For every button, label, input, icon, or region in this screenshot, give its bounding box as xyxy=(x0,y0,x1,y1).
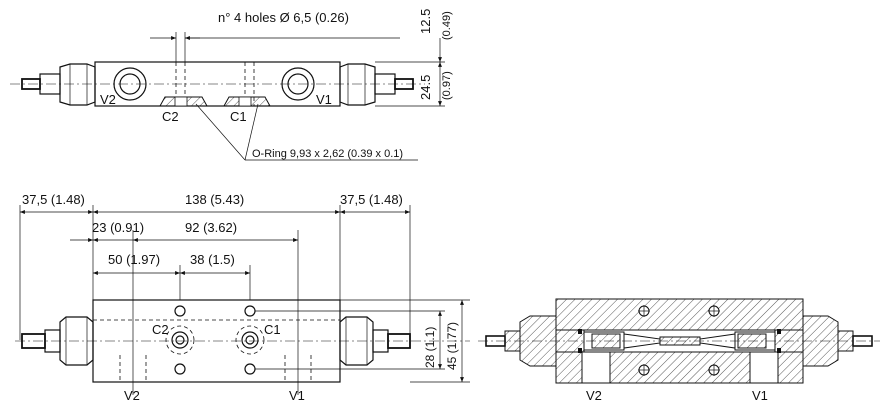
dim-38: 38 (1.5) xyxy=(190,252,235,267)
oring-leader xyxy=(195,103,418,161)
front-view-dim-50-38 xyxy=(93,265,251,300)
top-view-oring-c1 xyxy=(223,96,271,107)
dim-24-5-inches: (0.97) xyxy=(441,71,453,100)
dim-45: 45 (1.77) xyxy=(445,322,459,370)
top-port-c2-label: C2 xyxy=(162,109,179,124)
front-view-height-dimensions xyxy=(255,299,470,383)
front-view-overall-dimensions xyxy=(19,205,411,340)
top-port-c1-label: C1 xyxy=(230,109,247,124)
dim-23: 23 (0.91) xyxy=(92,220,144,235)
section-port-v2 xyxy=(581,351,611,384)
top-view-oring-c2 xyxy=(159,96,208,107)
top-view-right-fitting xyxy=(339,63,414,106)
section-view-holes xyxy=(638,305,720,376)
dim-12-5: 12.5 xyxy=(418,9,433,34)
dim-total-length: 138 (5.43) xyxy=(185,192,244,207)
front-view-mounting-holes xyxy=(174,305,256,375)
front-view-dim-23-92 xyxy=(70,230,299,395)
dim-12-5-inches: (0.49) xyxy=(441,11,453,40)
front-port-c2-label: C2 xyxy=(152,322,169,337)
dim-92: 92 (3.62) xyxy=(185,220,237,235)
section-port-v1-label: V1 xyxy=(752,388,768,403)
oring-note: O-Ring 9,93 x 2,62 (0.39 x 0.1) xyxy=(252,148,403,160)
front-view-port-c1 xyxy=(235,325,265,355)
front-port-v1-label: V1 xyxy=(289,388,305,403)
top-view-hole-dimension xyxy=(150,32,400,62)
top-view: n° 4 holes Ø 6,5 (0.26) 12.5 (0.49) 24.5… xyxy=(10,9,453,161)
top-view-left-fitting xyxy=(21,63,96,106)
section-port-v1 xyxy=(749,351,779,384)
front-view-hidden-ports xyxy=(93,319,340,382)
top-view-height-dimensions xyxy=(375,38,445,107)
front-view: 37,5 (1.48) 138 (5.43) 37,5 (1.48) 23 (0… xyxy=(15,192,470,403)
front-port-v2-label: V2 xyxy=(124,388,140,403)
dim-right-end: 37,5 (1.48) xyxy=(340,192,403,207)
dim-28: 28 (1.1) xyxy=(423,327,437,368)
holes-note: n° 4 holes Ø 6,5 (0.26) xyxy=(218,10,349,25)
section-port-v2-label: V2 xyxy=(586,388,602,403)
dim-50: 50 (1.97) xyxy=(108,252,160,267)
front-port-c1-label: C1 xyxy=(264,322,281,337)
front-view-port-c2 xyxy=(165,325,195,355)
dim-24-5: 24.5 xyxy=(418,75,433,100)
section-view: V2 V1 xyxy=(478,298,880,403)
top-port-v2-label: V2 xyxy=(100,92,116,107)
top-port-v1-label: V1 xyxy=(316,92,332,107)
dim-left-end: 37,5 (1.48) xyxy=(22,192,85,207)
